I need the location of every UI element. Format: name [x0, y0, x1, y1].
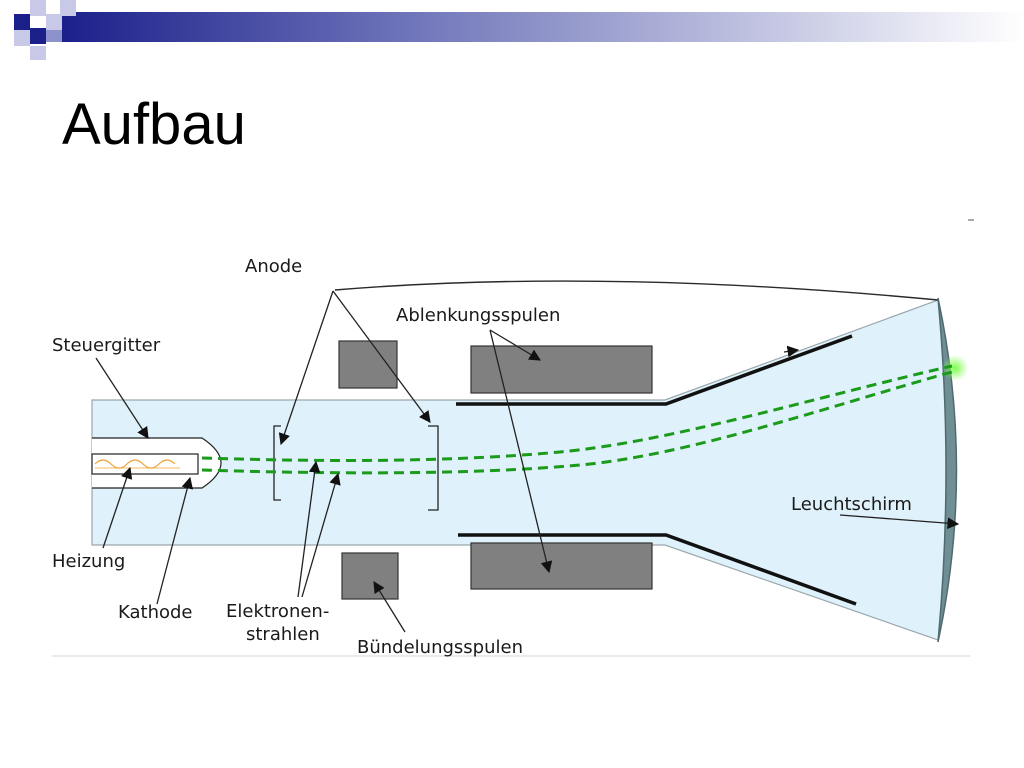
phosphor-screen — [937, 297, 958, 643]
label-anode: Anode — [245, 256, 302, 277]
label-elektronen-line1: Elektronen- — [226, 601, 329, 622]
header-checker-squares — [0, 0, 76, 60]
tube-envelope-line — [334, 280, 939, 301]
header-gradient-bar — [60, 12, 1024, 42]
focusing-coil-bottom — [341, 552, 399, 600]
cathode — [91, 453, 199, 475]
deflection-plates — [456, 334, 857, 606]
deflection-coil-top — [470, 345, 653, 394]
label-elektronen-line2: strahlen — [246, 624, 320, 645]
deflection-coil-bottom — [470, 542, 653, 590]
electron-beams — [201, 364, 953, 475]
heater-wire — [94, 459, 176, 469]
leader-lines — [95, 290, 960, 633]
label-leuchtschirm: Leuchtschirm — [791, 494, 912, 515]
label-buendelungsspulen: Bündelungsspulen — [357, 637, 523, 658]
slide-header-decoration — [0, 0, 1024, 60]
anode-bracket-left — [273, 425, 281, 501]
slide-title: Aufbau — [62, 92, 246, 157]
label-kathode: Kathode — [118, 602, 193, 623]
label-ablenkungsspulen: Ablenkungsspulen — [396, 305, 560, 326]
anode-bracket-right — [428, 425, 439, 511]
label-steuergitter: Steuergitter — [52, 335, 161, 356]
label-heizung: Heizung — [52, 551, 125, 572]
focusing-coil-top — [338, 340, 398, 389]
